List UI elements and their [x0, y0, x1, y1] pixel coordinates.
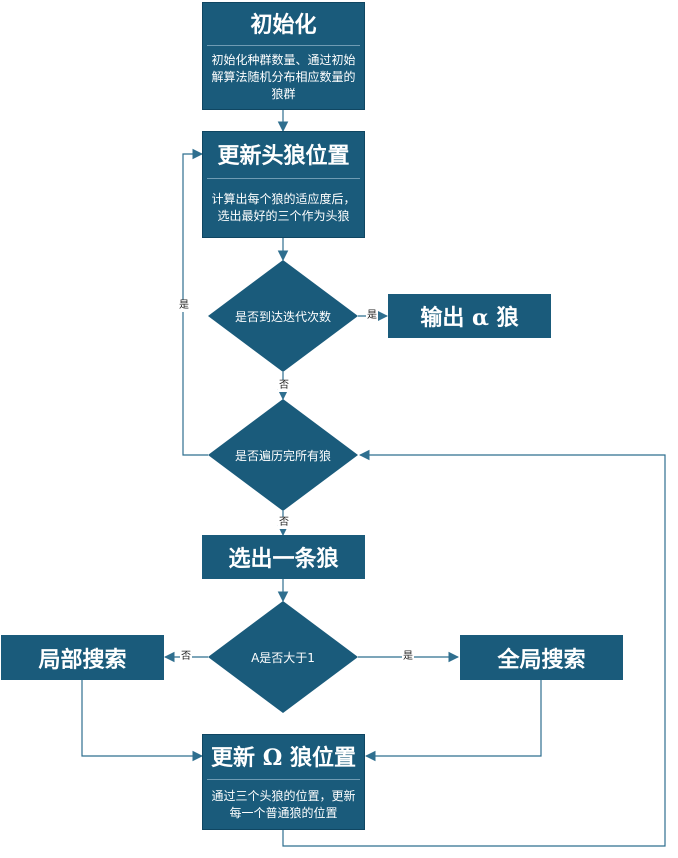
update-omega-desc: 通过三个头狼的位置，更新每一个普通狼的位置	[207, 779, 360, 829]
update-omega-node: 更新 Ω 狼位置 通过三个头狼的位置，更新每一个普通狼的位置	[202, 734, 365, 830]
local-search-node: 局部搜索	[1, 635, 164, 680]
edge-label-iter-yes: 是	[366, 310, 378, 322]
decision-check-a	[208, 601, 358, 713]
update-head-node: 更新头狼位置 计算出每个狼的适应度后，选出最好的三个作为头狼	[202, 131, 365, 238]
edge-update-omega-loop-to-check-all	[282, 449, 666, 847]
init-node: 初始化 初始化种群数量、通过初始解算法随机分布相应数量的狼群	[202, 2, 365, 110]
edge-label-iter-no: 否	[278, 380, 290, 392]
global-search-node: 全局搜索	[460, 635, 623, 680]
edge-global-search-to-update-omega	[364, 680, 542, 762]
output-node: 输出 α 狼	[388, 294, 551, 338]
edge-label-all-yes: 是	[178, 300, 190, 312]
check-iter-label: 是否到达迭代次数	[234, 309, 331, 324]
check-a-label: A是否大于1	[251, 650, 315, 665]
init-title: 初始化	[250, 12, 317, 38]
update-omega-title: 更新 Ω 狼位置	[211, 745, 356, 771]
init-desc: 初始化种群数量、通过初始解算法随机分布相应数量的狼群	[207, 45, 360, 109]
edge-label-a-no: 否	[180, 651, 192, 663]
update-head-desc: 计算出每个狼的适应度后，选出最好的三个作为头狼	[207, 178, 360, 237]
select-wolf-node: 选出一条狼	[202, 535, 365, 579]
edge-label-a-yes: 是	[402, 651, 414, 663]
decision-check-iter	[208, 260, 358, 372]
check-all-label: 是否遍历完所有狼	[234, 448, 331, 463]
update-head-title: 更新头狼位置	[217, 143, 350, 169]
edge-label-all-no: 否	[278, 517, 290, 529]
edge-local-search-to-update-omega	[81, 680, 204, 762]
decision-check-all	[208, 399, 358, 511]
